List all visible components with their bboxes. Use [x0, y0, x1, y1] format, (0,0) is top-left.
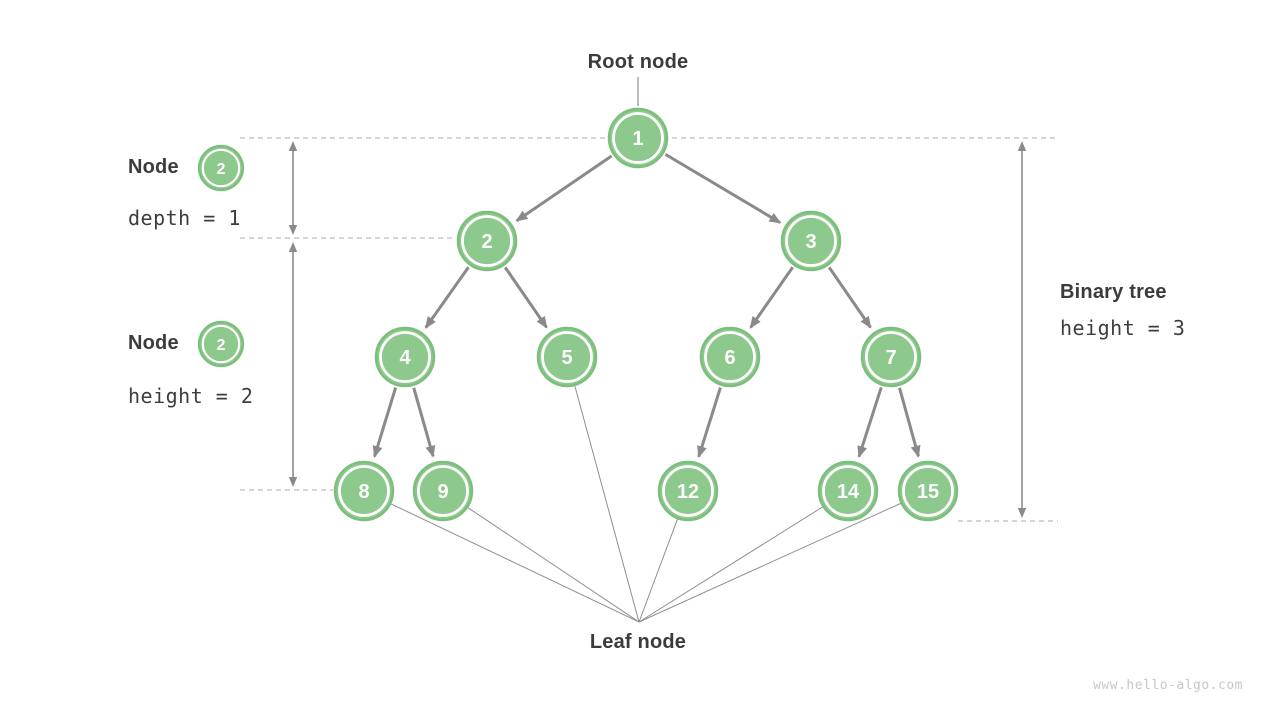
leaf-connector-line — [574, 385, 640, 623]
legend-badge-value: 2 — [217, 337, 226, 354]
edges-layer — [372, 153, 921, 459]
tree-node-5: 5 — [536, 326, 598, 388]
tree-node-value: 7 — [885, 347, 896, 369]
tree-node-circle — [897, 460, 959, 522]
tree-edge-arrow — [412, 387, 436, 458]
tree-edge-arrow — [827, 266, 872, 329]
leaf-connector-line — [638, 506, 823, 623]
binary-tree-title: Binary tree — [1060, 281, 1167, 303]
leaf-connector-line — [638, 518, 678, 623]
tree-edge-arrow — [697, 387, 722, 459]
leaf-connector-line — [390, 503, 640, 623]
root-node-label: Root node — [587, 51, 689, 73]
legend-badge-circle — [197, 144, 245, 192]
tree-edge-arrow — [372, 387, 398, 459]
tree-node-4: 4 — [374, 326, 436, 388]
legend-height-title: Node — [128, 332, 179, 354]
tree-node-circle — [657, 460, 719, 522]
tree-edge-arrow — [424, 266, 470, 329]
tree-node-circle — [333, 460, 395, 522]
tree-node-value: 6 — [724, 347, 735, 369]
tree-node-circle — [817, 460, 879, 522]
tree-node-circle — [412, 460, 474, 522]
legend-depth-title: Node — [128, 156, 179, 178]
tree-edge-arrow — [898, 387, 921, 458]
tree-node-14: 14 — [817, 460, 879, 522]
measure-arrowhead-up — [1017, 141, 1027, 151]
tree-node-circle — [699, 326, 761, 388]
measure-arrowhead-up — [288, 141, 298, 151]
tree-edge-arrow — [664, 153, 782, 224]
tree-node-value: 4 — [399, 347, 411, 369]
measure-arrowhead-down — [288, 225, 298, 235]
tree-node-value: 2 — [481, 231, 492, 253]
watermark: www.hello-algo.com — [1093, 678, 1243, 693]
tree-node-value: 1 — [632, 128, 643, 150]
tree-node-ring — [785, 215, 837, 267]
measure-arrowhead-down — [1017, 508, 1027, 518]
tree-node-ring — [338, 465, 390, 517]
tree-node-circle — [860, 326, 922, 388]
leaf-connector-line — [638, 502, 901, 623]
tree-node-6: 6 — [699, 326, 761, 388]
tree-node-ring — [612, 112, 664, 164]
legend-badge-ring — [201, 148, 241, 188]
tree-node-ring — [461, 215, 513, 267]
leaf-node-label: Leaf node — [589, 631, 687, 653]
tree-node-value: 5 — [561, 347, 572, 369]
legend-badge-circle — [197, 320, 245, 368]
legend-node-badge: 2 — [197, 320, 245, 368]
legend-height-value: height = 2 — [128, 384, 254, 408]
tree-node-ring — [541, 331, 593, 383]
legend-depth-value: depth = 1 — [128, 206, 241, 230]
tree-node-9: 9 — [412, 460, 474, 522]
tree-node-ring — [902, 465, 954, 517]
tree-node-2: 2 — [456, 210, 518, 272]
binary-tree-height-value: height = 3 — [1060, 316, 1186, 340]
leaf-connector-line — [467, 507, 640, 623]
tree-node-value: 8 — [358, 481, 369, 503]
legend-node-badge: 2 — [197, 144, 245, 192]
legend-badge-value: 2 — [217, 161, 226, 178]
tree-node-8: 8 — [333, 460, 395, 522]
tree-node-15: 15 — [897, 460, 959, 522]
tree-node-circle — [536, 326, 598, 388]
tree-edge-arrow — [515, 154, 613, 222]
tree-edge-arrow — [749, 266, 794, 329]
legend-badge-ring — [201, 324, 241, 364]
measure-arrowhead-up — [288, 242, 298, 252]
measure-arrowhead-down — [288, 477, 298, 487]
tree-node-value: 12 — [677, 481, 699, 503]
tree-node-circle — [456, 210, 518, 272]
legend-badges-layer: 22 — [197, 144, 245, 368]
tree-edge-arrow — [503, 266, 548, 329]
tree-edge-arrow — [857, 387, 883, 459]
tree-node-value: 9 — [437, 481, 448, 503]
tree-node-value: 15 — [917, 481, 939, 503]
tree-node-ring — [417, 465, 469, 517]
tree-node-value: 14 — [837, 481, 860, 503]
tree-node-ring — [822, 465, 874, 517]
tree-node-ring — [865, 331, 917, 383]
tree-node-7: 7 — [860, 326, 922, 388]
tree-node-circle — [780, 210, 842, 272]
tree-node-1: 1 — [607, 107, 669, 169]
tree-node-ring — [379, 331, 431, 383]
leaf-lines-layer — [390, 77, 901, 623]
tree-node-circle — [374, 326, 436, 388]
tree-node-ring — [704, 331, 756, 383]
tree-node-12: 12 — [657, 460, 719, 522]
tree-node-circle — [607, 107, 669, 169]
tree-node-ring — [662, 465, 714, 517]
tree-node-3: 3 — [780, 210, 842, 272]
tree-node-value: 3 — [805, 231, 816, 253]
